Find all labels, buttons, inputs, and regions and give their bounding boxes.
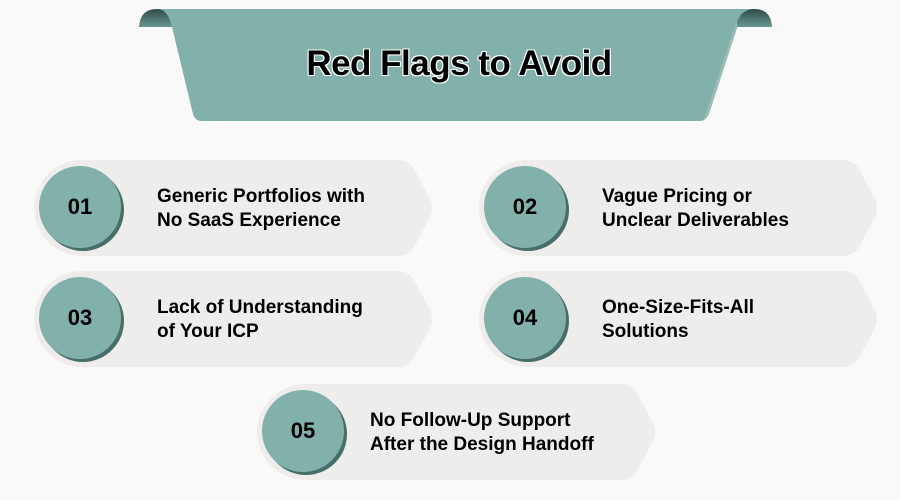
item-label-line-2: After the Design Handoff xyxy=(370,434,594,455)
item-number: 05 xyxy=(290,418,316,443)
number-badge: 02 xyxy=(484,166,566,248)
card-background xyxy=(257,384,655,480)
item-number: 02 xyxy=(512,194,538,219)
page-title: Red Flags to Avoid xyxy=(306,44,612,83)
red-flag-card-1: 01 Generic Portfolios with No SaaS Experi… xyxy=(33,159,433,257)
item-number: 03 xyxy=(67,305,93,330)
item-label: Lack of Understanding of Your ICP xyxy=(157,296,363,344)
item-label-line-2: of Your ICP xyxy=(157,321,259,342)
title-banner: Red Flags to Avoid xyxy=(0,0,900,150)
item-label-line-1: Generic Portfolios with xyxy=(157,186,365,207)
item-label: Generic Portfolios with No SaaS Experienc… xyxy=(157,185,365,233)
ribbon-shape xyxy=(139,9,772,143)
item-label-line-1: Lack of Understanding xyxy=(157,297,363,318)
item-label-line-2: No SaaS Experience xyxy=(157,210,341,231)
item-label-line-1: No Follow-Up Support xyxy=(370,410,571,431)
item-label-line-2: Solutions xyxy=(602,321,689,342)
number-badge: 01 xyxy=(39,166,121,248)
number-badge: 04 xyxy=(484,277,566,359)
item-label-line-1: One-Size-Fits-All xyxy=(602,297,755,318)
item-label: Vague Pricing or Unclear Deliverables xyxy=(602,185,789,233)
card-background xyxy=(479,271,877,367)
number-badge: 03 xyxy=(39,277,121,359)
item-label-line-2: Unclear Deliverables xyxy=(602,210,789,231)
card-background xyxy=(34,160,432,256)
card-background xyxy=(479,160,877,256)
item-label-line-1: Vague Pricing or xyxy=(602,186,752,207)
item-number: 01 xyxy=(67,194,93,219)
card-background xyxy=(34,271,432,367)
number-badge: 05 xyxy=(262,390,344,472)
red-flag-card-2: 02 Vague Pricing or Unclear Deliverables xyxy=(478,159,878,257)
item-number: 04 xyxy=(512,305,538,330)
red-flag-card-3: 03 Lack of Understanding of Your ICP xyxy=(33,270,433,368)
